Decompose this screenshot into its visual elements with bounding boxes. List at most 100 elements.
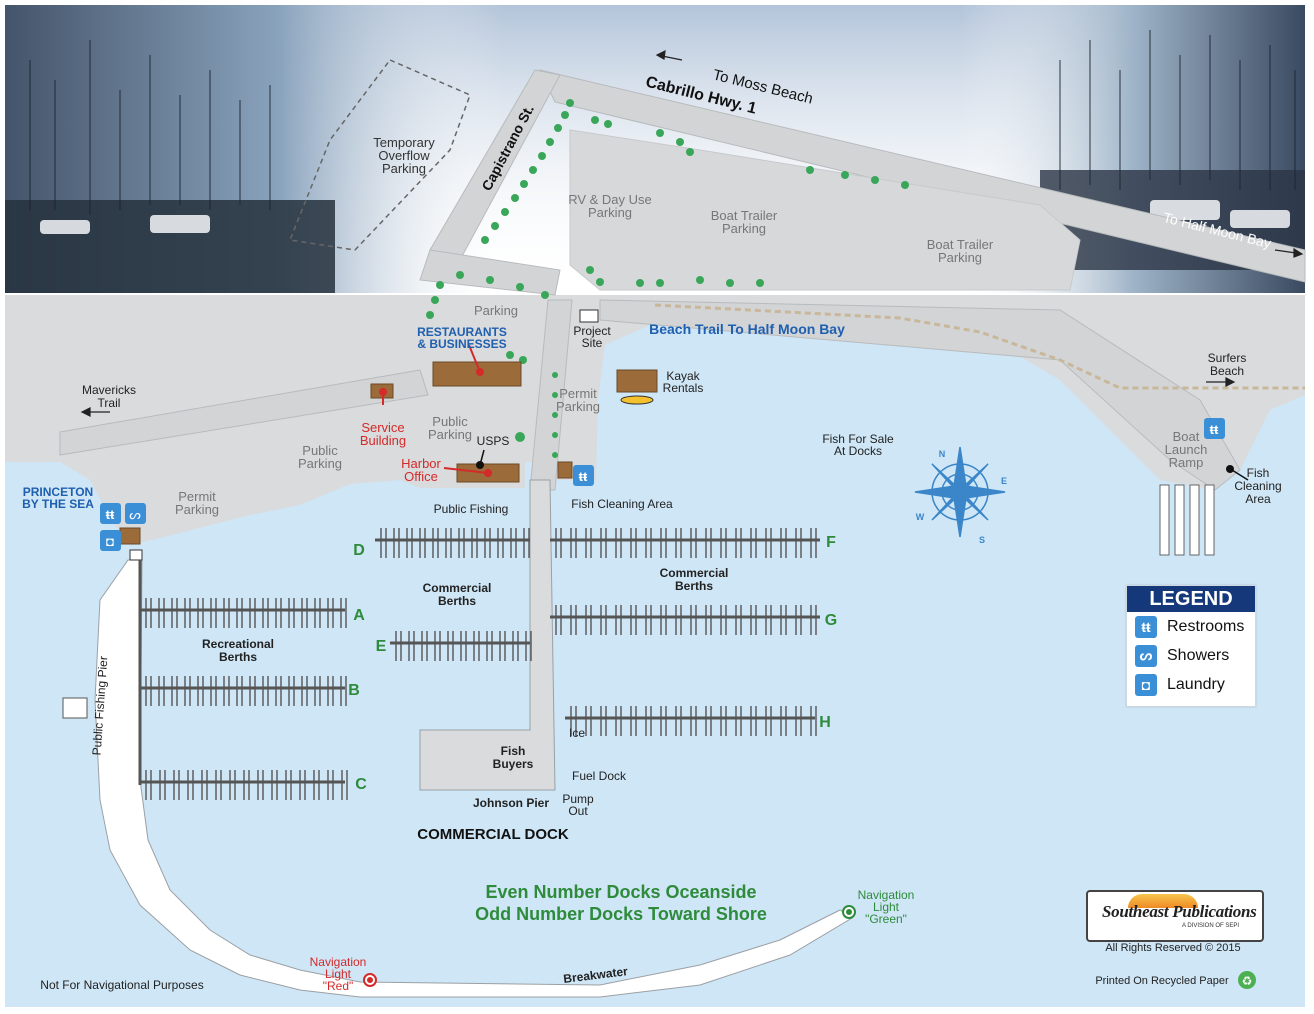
- nav-green-label-2: Light: [873, 900, 900, 914]
- johnson-pier-label: Johnson Pier: [473, 796, 549, 810]
- legend-item-restrooms: ŧŧ Restrooms: [1127, 612, 1255, 641]
- slip: [223, 676, 230, 688]
- harbor-office-label-1: Harbor: [401, 456, 441, 471]
- slip: [780, 605, 787, 617]
- slip: [314, 688, 321, 706]
- slip: [630, 706, 637, 718]
- slip: [810, 718, 817, 736]
- slip: [690, 617, 697, 635]
- compass-s-label: S: [979, 535, 985, 545]
- slip: [555, 617, 562, 635]
- nav-green-label-3: "Green": [865, 912, 907, 926]
- service-building-label-1: Service: [361, 420, 404, 435]
- svg-text:ᔕ: ᔕ: [129, 507, 141, 522]
- slip: [288, 676, 295, 688]
- fuel-dock-label: Fuel Dock: [572, 769, 627, 783]
- slip: [285, 782, 292, 800]
- slip: [675, 718, 682, 736]
- boat-launch-label-2: Launch: [1165, 442, 1208, 457]
- slip: [197, 676, 204, 688]
- legend-item-laundry: ◘ Laundry: [1127, 670, 1255, 699]
- slip: [750, 528, 757, 540]
- boat-trailer-1-label-1: Boat Trailer: [711, 208, 778, 223]
- slip: [210, 610, 217, 628]
- slip: [327, 598, 334, 610]
- slip: [795, 605, 802, 617]
- slip: [499, 631, 506, 643]
- dock-h-label: H: [819, 714, 831, 731]
- slip: [408, 631, 415, 643]
- slip: [645, 718, 652, 736]
- legend-title: LEGEND: [1127, 586, 1255, 612]
- surfers-beach-label-1: Surfers: [1208, 351, 1247, 365]
- slip: [184, 610, 191, 628]
- slip: [341, 770, 348, 782]
- pier-gate: [129, 549, 143, 561]
- slip: [705, 718, 712, 736]
- slip: [600, 718, 607, 736]
- slip: [585, 617, 592, 635]
- kayak-label-2: Rentals: [663, 381, 704, 395]
- slip: [510, 540, 517, 558]
- slip: [236, 610, 243, 628]
- slip: [615, 718, 622, 736]
- fish-buyers-label-2: Buyers: [493, 757, 534, 771]
- commercial-berths-1-label-2: Berths: [438, 594, 476, 608]
- slip: [340, 598, 347, 610]
- slip: [690, 605, 697, 617]
- slip: [486, 643, 493, 661]
- slip: [525, 631, 532, 643]
- slip: [795, 718, 802, 736]
- slip: [810, 706, 817, 718]
- svg-text:ŧŧ: ŧŧ: [106, 507, 115, 522]
- slip: [705, 605, 712, 617]
- slip: [585, 540, 592, 558]
- trees: [426, 99, 909, 458]
- slip: [243, 782, 250, 800]
- slip: [406, 528, 413, 540]
- slip: [223, 610, 230, 628]
- slip: [223, 598, 230, 610]
- slip: [555, 540, 562, 558]
- princeton-label-2: BY THE SEA: [22, 497, 94, 511]
- slip: [675, 540, 682, 558]
- slip: [735, 605, 742, 617]
- slip: [262, 676, 269, 688]
- overflow-parking-label-3: Parking: [382, 161, 426, 176]
- slip: [600, 528, 607, 540]
- slip: [497, 528, 504, 540]
- slip: [486, 631, 493, 643]
- slip: [555, 528, 562, 540]
- slip: [393, 528, 400, 540]
- slip: [458, 540, 465, 558]
- slip: [735, 617, 742, 635]
- commercial-berths-1-label-1: Commercial: [423, 581, 492, 595]
- slip: [585, 528, 592, 540]
- upper-parking-lot: [569, 129, 1081, 291]
- slip: [735, 706, 742, 718]
- slip: [705, 528, 712, 540]
- slip: [630, 718, 637, 736]
- slip: [458, 528, 465, 540]
- slip: [395, 643, 402, 661]
- slip: [288, 688, 295, 706]
- slip: [705, 617, 712, 635]
- restaurants-label-1: RESTAURANTS: [417, 325, 507, 339]
- slip: [810, 528, 817, 540]
- dock-g-label: G: [825, 612, 837, 629]
- princeton-building: [119, 527, 141, 545]
- slip: [585, 706, 592, 718]
- slip: [145, 676, 152, 688]
- slip: [675, 528, 682, 540]
- service-building-label-2: Building: [360, 433, 406, 448]
- slip: [585, 718, 592, 736]
- slip: [735, 528, 742, 540]
- slip: [184, 598, 191, 610]
- slip: [780, 718, 787, 736]
- slip: [262, 598, 269, 610]
- project-site-marker: [579, 309, 599, 323]
- slip: [780, 706, 787, 718]
- slip: [173, 782, 180, 800]
- slip: [184, 688, 191, 706]
